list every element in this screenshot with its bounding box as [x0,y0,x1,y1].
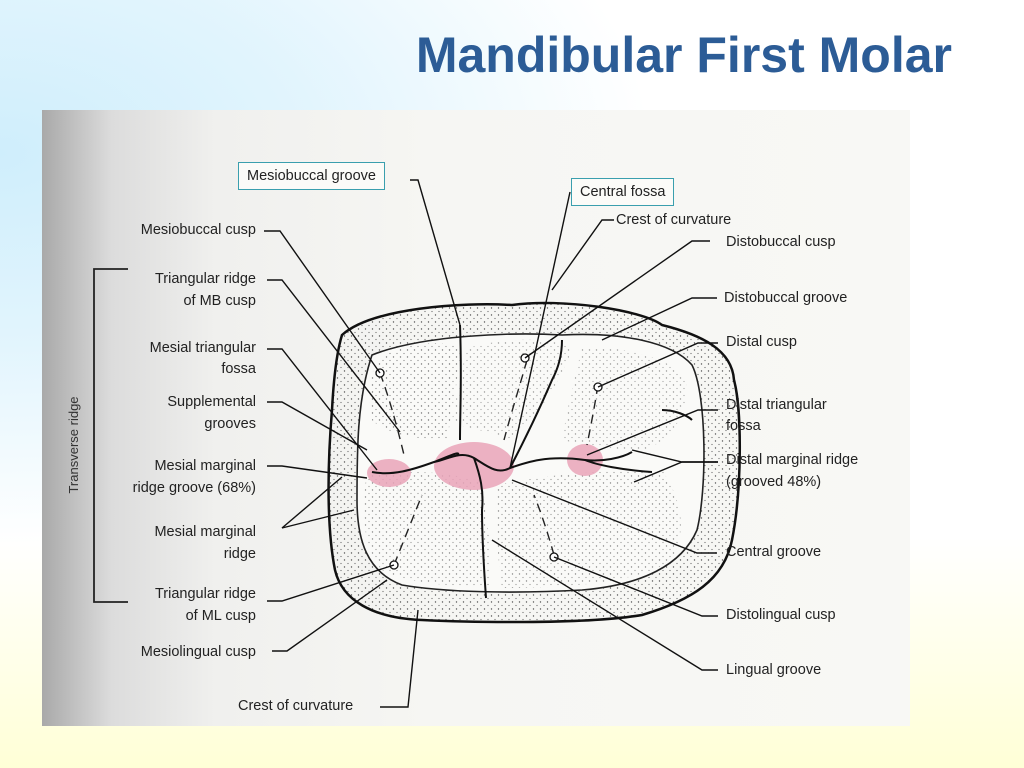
callout-central-fossa: Central fossa [571,178,675,206]
label-distobuccal-cusp: Distobuccal cusp [726,234,836,250]
label-mesial-marginal-ridge-groove-2: ridge groove (68%) [132,480,256,496]
label-triangular-ridge-ml-2: of ML cusp [185,608,256,624]
label-transverse-ridge: Transverse ridge [66,396,81,494]
label-mesiolingual-cusp: Mesiolingual cusp [140,644,256,660]
distolingual-cusp-lobe [495,470,681,588]
callout-mesiobuccal-groove: Mesiobuccal groove [238,162,385,190]
label-mesial-marginal-ridge-1: Mesial marginal [154,524,256,540]
leader-lines-left [264,230,419,708]
label-triangular-ridge-mb-1: Triangular ridge [154,271,256,287]
label-mesial-marginal-ridge-2: ridge [223,546,256,562]
label-triangular-ridge-mb-2: of MB cusp [183,293,256,309]
cusp-tips [375,353,603,570]
central-fossa-highlight [434,442,514,490]
mesiolingual-cusp-lobe [363,471,491,586]
label-distal-triangular-fossa-1: Distal triangular [726,397,827,413]
distal-cusp-lobe [562,347,687,450]
slide-title: Mandibular First Molar [415,27,952,83]
label-supplemental-grooves-2: grooves [204,416,256,432]
label-crest-of-curvature-bottom: Crest of curvature [238,698,354,714]
label-mesial-triangular-fossa-1: Mesial triangular [149,340,256,356]
label-crest-of-curvature-top: Crest of curvature [616,212,732,228]
label-mesial-triangular-fossa-2: fossa [221,361,256,377]
label-lingual-groove: Lingual groove [726,662,822,678]
distobuccal-cusp-lobe [452,339,572,440]
label-mesial-marginal-ridge-groove-1: Mesial marginal [154,458,256,474]
tooth-diagram: Mesiobuccal cusp Triangular ridge of MB … [42,110,910,726]
label-mesiobuccal-cusp: Mesiobuccal cusp [140,222,256,238]
mesiobuccal-cusp-lobe [369,343,462,440]
leader-lines-right [410,179,718,671]
label-distal-marginal-ridge-2: (grooved 48%) [726,474,822,490]
label-distal-cusp: Distal cusp [726,334,797,350]
label-distobuccal-groove: Distobuccal groove [724,290,848,306]
label-distal-marginal-ridge-1: Distal marginal ridge [726,452,859,468]
transverse-ridge-bracket [93,268,128,603]
label-distal-triangular-fossa-2: fossa [726,418,761,434]
label-central-groove: Central groove [726,544,822,560]
label-triangular-ridge-ml-1: Triangular ridge [154,586,256,602]
label-distolingual-cusp: Distolingual cusp [726,607,836,623]
tooth-illustration [93,179,742,708]
label-supplemental-grooves-1: Supplemental [167,394,256,410]
